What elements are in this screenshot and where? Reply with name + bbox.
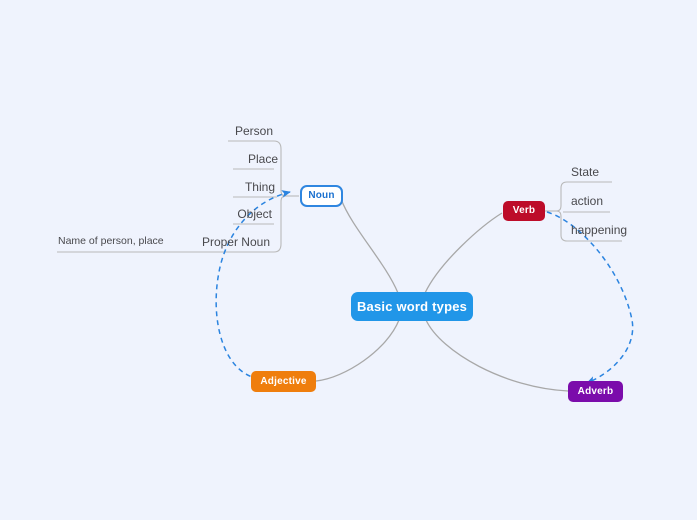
node-root-basic-word-types[interactable]: Basic word types — [351, 292, 473, 321]
node-branch-adjective[interactable]: Adjective — [251, 371, 316, 392]
node-noun-label: Noun — [308, 190, 335, 201]
node-branch-verb[interactable]: Verb — [503, 201, 545, 221]
edge-root-verb — [424, 212, 503, 294]
node-branch-adverb[interactable]: Adverb — [568, 381, 623, 402]
verb-subtree-lines — [545, 181, 622, 242]
node-root-label: Basic word types — [356, 299, 468, 314]
node-adjective-label: Adjective — [260, 375, 307, 387]
verb-trunk-down — [555, 210, 622, 242]
leaf-object-label: Object — [237, 207, 272, 221]
leaf-verb-happening[interactable]: happening — [571, 224, 681, 236]
leaf-noun-place[interactable]: Place — [178, 153, 278, 165]
edge-root-adjective — [315, 319, 400, 382]
node-verb-label: Verb — [512, 205, 536, 216]
leaf-happening-label: happening — [571, 223, 628, 237]
leaf-verb-action[interactable]: action — [571, 195, 681, 207]
leaf-noun-person[interactable]: Person — [173, 125, 273, 137]
leaf-action-label: action — [571, 194, 604, 208]
leaf-noun-proper-noun[interactable]: Proper Noun — [170, 236, 270, 248]
edge-root-noun — [340, 198, 399, 294]
leaf-name-of-person-place-label: Name of person, place — [58, 235, 164, 247]
edge-root-adverb — [425, 319, 569, 392]
node-branch-noun[interactable]: Noun — [300, 185, 343, 207]
leaf-noun-object[interactable]: Object — [172, 208, 272, 220]
leaf-person-label: Person — [234, 124, 273, 138]
node-adverb-label: Adverb — [577, 385, 614, 397]
leaf-verb-state[interactable]: State — [571, 166, 681, 178]
leaf-state-label: State — [571, 165, 600, 179]
leaf-proper-noun-name-of-person-place[interactable]: Name of person, place — [58, 236, 208, 247]
leaf-noun-thing[interactable]: Thing — [175, 181, 275, 193]
leaf-proper-noun-label: Proper Noun — [201, 235, 270, 249]
leaf-thing-label: Thing — [244, 180, 275, 194]
verb-trunk-up — [555, 181, 612, 212]
relationship-verb-to-adverb[interactable] — [546, 211, 634, 384]
leaf-place-label: Place — [247, 152, 278, 166]
relationship-adjective-to-noun[interactable] — [215, 190, 291, 380]
root-connectors — [315, 198, 569, 392]
